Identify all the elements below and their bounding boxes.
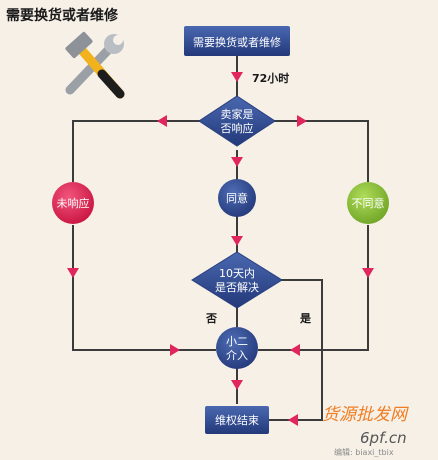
page-title: 需要换货或者维修: [6, 8, 118, 24]
node-agree: [218, 179, 256, 217]
node-xiaoer-line2: 介入: [226, 349, 248, 362]
node-seller-response-line2: 否响应: [221, 121, 254, 135]
arrows: [67, 72, 374, 426]
node-resolved-10days: [191, 251, 283, 309]
watermark-small-text: 编辑: biaxi_tbix: [334, 447, 394, 457]
node-disagree-label: 不同意: [352, 196, 385, 210]
tools-icon: [65, 31, 125, 99]
node-end: [205, 406, 269, 434]
edge-label-no: 否: [205, 312, 217, 325]
node-xiaoer: [216, 327, 258, 369]
node-start: [184, 26, 290, 56]
node-no-response: [52, 182, 94, 224]
node-no-response-label: 未响应: [57, 196, 90, 210]
node-start-label: 需要换货或者维修: [193, 35, 281, 49]
watermark-site-cn: 货源批发网: [322, 405, 409, 425]
node-resolved-line2: 是否解决: [215, 280, 259, 294]
node-disagree: [347, 182, 389, 224]
node-agree-label: 同意: [226, 191, 248, 205]
edge-label-yes: 是: [299, 312, 312, 325]
edge-label-72h: 72小时: [252, 71, 289, 85]
node-xiaoer-line1: 小二: [226, 335, 248, 348]
node-end-label: 维权结束: [215, 414, 259, 427]
node-seller-response: [198, 95, 276, 147]
watermark-site-url: 6pf.cn: [360, 429, 407, 447]
node-resolved-line1: 10天内: [219, 266, 255, 280]
node-seller-response-line1: 卖家是: [221, 107, 254, 121]
